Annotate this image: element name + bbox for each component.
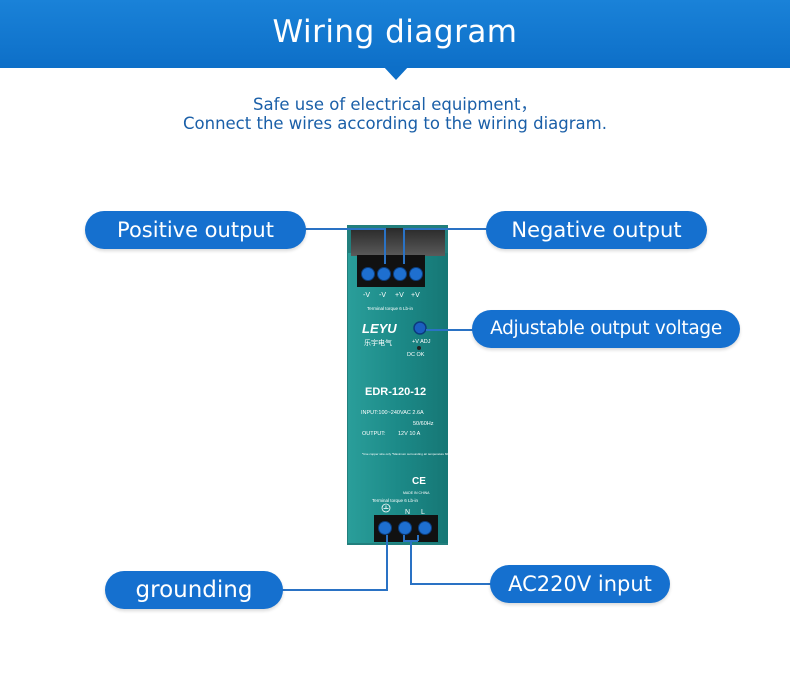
label-adjustable-voltage: Adjustable output voltage — [472, 310, 740, 348]
notes-text: *Use copper wire only *Maximum surroundi… — [362, 452, 536, 456]
brand-logo: LEYU — [362, 321, 397, 336]
ce-mark: CE — [412, 476, 426, 487]
intro-line-1: Safe use of electrical equipment， — [253, 95, 537, 114]
page-title: Wiring diagram — [272, 14, 518, 50]
banner-pointer — [383, 66, 409, 80]
voltage-adjust-knob — [413, 321, 427, 335]
dc-ok-label: DC OK — [407, 352, 425, 358]
bottom-torque-text: Terminal torque 6 Lb-in — [372, 498, 419, 503]
terminal-label-l: L — [421, 509, 425, 516]
label-ac-input: AC220V input — [490, 565, 670, 603]
intro-line-2: Connect the wires according to the wirin… — [183, 114, 607, 133]
connector-ac-right — [417, 535, 419, 541]
connector-ground-v — [386, 535, 388, 590]
bottom-terminal-screws — [378, 521, 432, 535]
terminal-label-3: +V — [395, 292, 404, 299]
label-negative-output: Negative output — [486, 211, 707, 249]
vent-top — [351, 228, 445, 256]
connector-ac-left — [403, 535, 405, 541]
connector-positive-v — [384, 228, 386, 264]
input-spec: INPUT:100~240VAC 2.6A — [361, 410, 424, 416]
connector-negative-v — [403, 228, 405, 264]
top-torque-text: Terminal torque 6 Lb-in — [367, 306, 414, 311]
header-banner — [0, 0, 790, 68]
device-body — [348, 253, 448, 543]
terminal-label-4: +V — [411, 292, 420, 299]
connector-positive-h — [305, 228, 385, 230]
connector-ac-v — [410, 540, 412, 584]
top-terminal-screws — [361, 267, 423, 281]
ground-symbol-icon — [381, 503, 391, 513]
connector-ground-h — [282, 589, 388, 591]
made-in-text: MADE IN CHINA — [403, 491, 430, 495]
model-number: EDR-120-12 — [365, 386, 426, 398]
terminal-label-2: -V — [379, 292, 386, 299]
adj-label: +V ADJ — [412, 339, 431, 345]
terminal-label-1: -V — [363, 292, 370, 299]
terminal-label-n: N — [405, 509, 410, 516]
freq-spec: 50/60Hz — [413, 421, 434, 427]
label-grounding: grounding — [105, 571, 283, 609]
connector-negative-h — [403, 228, 487, 230]
output-spec: 12V 10 A — [398, 431, 421, 437]
connector-adjust-h — [426, 329, 476, 331]
dc-ok-led — [417, 346, 421, 350]
brand-cn: 乐宇电气 — [364, 338, 392, 347]
label-positive-output: Positive output — [85, 211, 306, 249]
connector-ac-h — [410, 583, 492, 585]
output-label: OUTPUT: — [362, 431, 386, 437]
